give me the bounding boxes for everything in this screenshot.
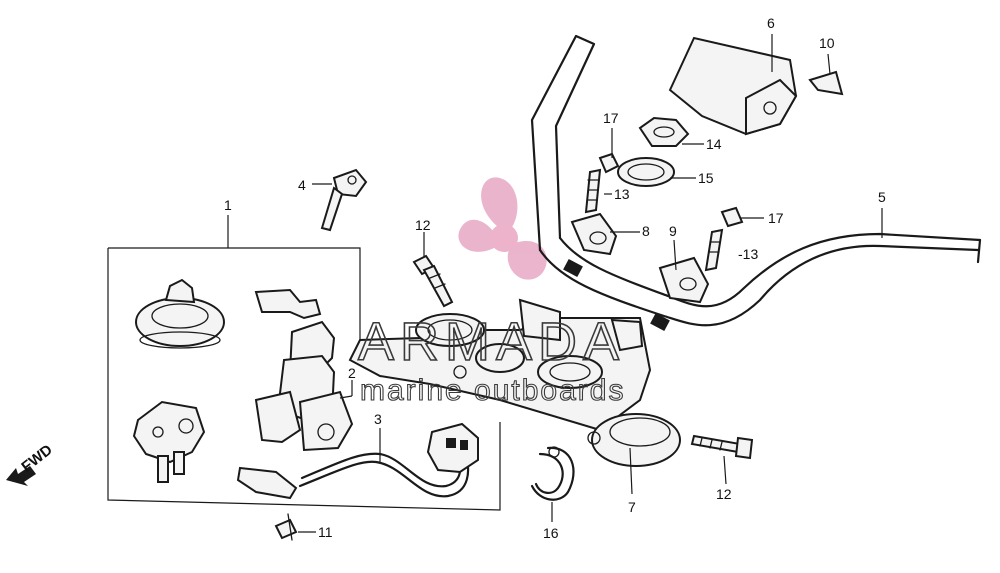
- cap-part: [808, 70, 844, 96]
- callout-7: 7: [628, 499, 636, 515]
- washer-part: [617, 157, 675, 187]
- callout-13-right: -13: [738, 246, 758, 262]
- callout-17-right: 17: [768, 210, 784, 226]
- callout-11: 11: [318, 524, 333, 540]
- callout-10: 10: [819, 35, 835, 51]
- forward-arrow-icon: [6, 466, 36, 486]
- callout-12-top: 12: [415, 217, 431, 233]
- callout-13-left: 13: [614, 186, 630, 202]
- callout-6: 6: [767, 15, 775, 31]
- seal-cap-part: [135, 278, 225, 349]
- handlebar-holder-upper-part: [668, 36, 798, 136]
- bolt-bottom-part: [690, 434, 754, 460]
- cable-clamp-part: [530, 446, 575, 501]
- forward-direction-label: FWD: [18, 441, 56, 476]
- bolt-top-part: [412, 254, 454, 308]
- holder-lower-right-part: [658, 256, 710, 304]
- watermark-tagline: marine outboards: [360, 374, 625, 407]
- callout-1: 1: [224, 197, 232, 213]
- callout-9: 9: [669, 223, 677, 239]
- nut-part: [638, 116, 690, 147]
- leader-lines: [298, 34, 883, 533]
- top-bridge-part: [348, 298, 681, 467]
- callout-16: 16: [543, 525, 559, 541]
- callout-3: 3: [374, 411, 382, 427]
- propeller-logo-icon: [458, 177, 547, 280]
- callout-5: 5: [878, 189, 886, 205]
- bolt-left-part: [584, 152, 620, 214]
- handlebar-part: [530, 34, 982, 332]
- callout-12-bottom: 12: [716, 486, 732, 502]
- holder-lower-left-part: [570, 212, 618, 256]
- wire-harness-part: [298, 422, 479, 498]
- ignition-cylinder-part: [236, 288, 354, 500]
- callout-4: 4: [298, 177, 306, 193]
- callout-2: 2: [348, 365, 356, 381]
- callout-17-left: 17: [603, 110, 619, 126]
- bolt-right-part: [704, 206, 744, 272]
- screw-part: [274, 513, 298, 541]
- watermark-brand: ARMADA: [358, 312, 625, 372]
- callout-8: 8: [642, 223, 650, 239]
- switch-body-part: [132, 400, 206, 483]
- callout-15: 15: [698, 170, 714, 186]
- callout-14: 14: [706, 136, 722, 152]
- key-part: [312, 168, 368, 232]
- ignition-switch-assembly-box: [107, 215, 501, 511]
